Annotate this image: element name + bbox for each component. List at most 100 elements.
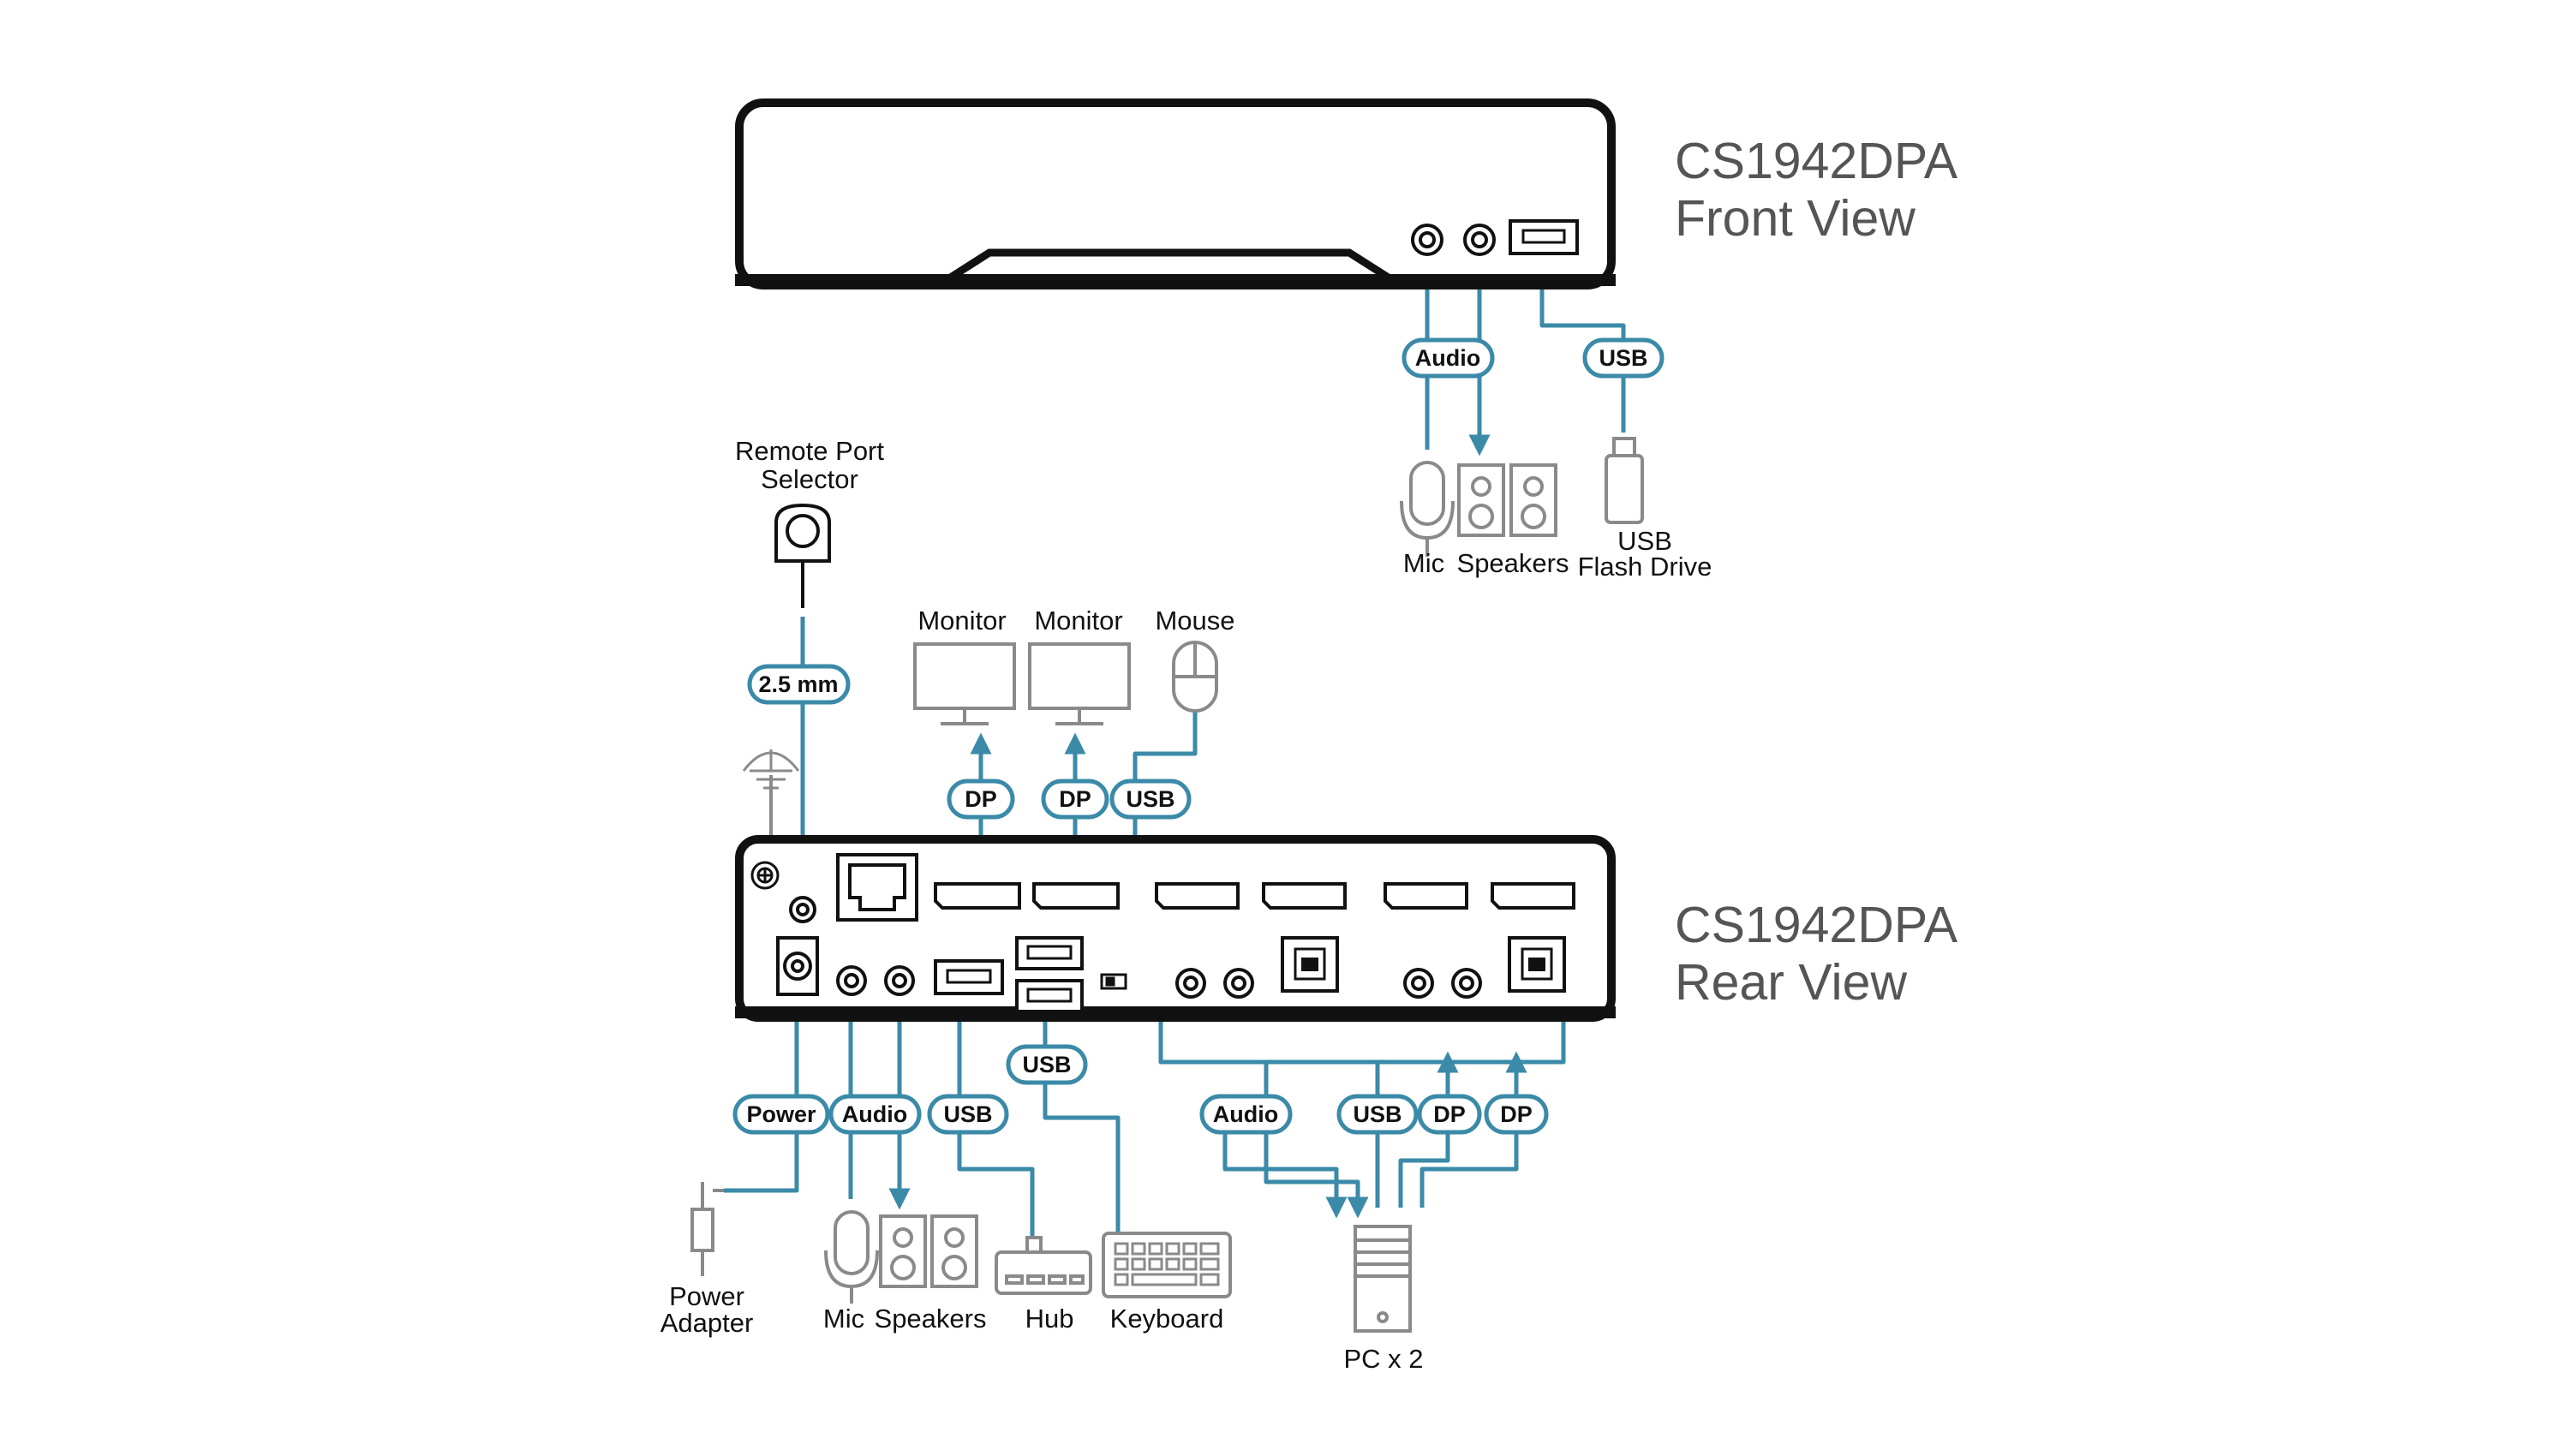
remote-port-label-1: Remote Port <box>735 436 884 466</box>
remote-port-label-2: Selector <box>761 464 858 494</box>
front-title-view: Front View <box>1675 190 1916 247</box>
monitor-icon <box>913 642 1016 725</box>
rear-chassis-base <box>735 1006 1616 1018</box>
badge-dp-2: DP <box>1041 779 1109 820</box>
pc2-audio-ports <box>1403 968 1482 999</box>
svg-text:USB: USB <box>1353 1101 1402 1127</box>
usb-flash-drive-icon <box>1605 437 1644 524</box>
pc-label: PC x 2 <box>1343 1344 1423 1374</box>
cables <box>724 244 1626 1238</box>
svg-text:Audio: Audio <box>1213 1101 1278 1127</box>
front-title-model: CS1942DPA <box>1675 133 1958 189</box>
rear-speaker-port <box>884 965 915 996</box>
badges: Audio USB 2.5 mm DP DP USB USB Power <box>732 337 1665 1135</box>
usb-console-port-3 <box>1015 979 1084 1013</box>
monitor-icon <box>1028 642 1131 725</box>
cable-front-usb <box>1539 257 1626 433</box>
rear-unit <box>735 835 1616 1022</box>
power-plug-icon <box>690 1182 724 1276</box>
usb-console-port-1 <box>934 959 1004 995</box>
cable-pc-dp2 <box>1419 1062 1519 1208</box>
rj45-port <box>836 853 918 922</box>
usb-hub-icon <box>995 1236 1092 1295</box>
svg-text:USB: USB <box>1022 1052 1071 1077</box>
monitor-1-label: Monitor <box>917 606 1006 636</box>
dp-pc1-a <box>1155 882 1240 910</box>
usb-console-port-2 <box>1015 936 1084 970</box>
rear-speakers-label: Speakers <box>875 1304 987 1334</box>
rear-mic-port <box>836 965 867 996</box>
badge-mouse-usb: USB <box>1109 779 1192 820</box>
dp-pc1-b <box>1262 882 1347 910</box>
badge-keyboard-usb: USB <box>1006 1044 1088 1085</box>
svg-text:DP: DP <box>1059 786 1091 812</box>
rear-mic-label: Mic <box>823 1304 864 1334</box>
front-usb-port <box>1509 219 1579 255</box>
svg-text:Audio: Audio <box>1415 345 1480 371</box>
badge-pc-usb: USB <box>1336 1094 1419 1135</box>
badge-hub-usb: USB <box>927 1094 1009 1135</box>
dp-pc2-b <box>1491 882 1575 910</box>
badge-power: Power <box>732 1094 830 1135</box>
svg-text:DP: DP <box>1433 1101 1466 1127</box>
svg-text:USB: USB <box>1599 345 1647 371</box>
monitor-2-label: Monitor <box>1034 606 1122 636</box>
badge-pc-dp-1: DP <box>1417 1094 1482 1135</box>
front-chassis-base <box>735 274 1616 286</box>
svg-text:2.5 mm: 2.5 mm <box>758 671 838 697</box>
dip-switch <box>1100 973 1127 990</box>
remote-port-selector-icon <box>774 503 831 608</box>
mouse-label: Mouse <box>1155 606 1234 636</box>
cable-power <box>724 1011 799 1193</box>
speakers-icon <box>879 1214 978 1288</box>
front-handle <box>940 248 1399 286</box>
pc1-usb-b-port <box>1281 936 1339 993</box>
badge-remote-cable: 2.5 mm <box>747 664 851 705</box>
svg-text:Power: Power <box>746 1101 816 1127</box>
svg-text:DP: DP <box>965 786 997 812</box>
mouse-icon <box>1172 641 1218 713</box>
badge-pc-dp-2: DP <box>1484 1094 1549 1135</box>
remote-port-jack <box>789 896 816 923</box>
ground-screw <box>750 861 780 890</box>
dp-console-1 <box>934 882 1021 910</box>
rear-title-model: CS1942DPA <box>1675 897 1958 953</box>
ground-icon <box>742 749 800 790</box>
pc-tower-icon <box>1354 1225 1412 1333</box>
badge-front-usb: USB <box>1582 337 1665 379</box>
cable-pc-top-bus <box>1158 1011 1566 1065</box>
microphone-icon <box>1400 461 1455 557</box>
svg-text:Audio: Audio <box>842 1101 907 1127</box>
power-jack <box>776 936 819 996</box>
rear-title-view: Rear View <box>1675 954 1907 1011</box>
front-speakers-label: Speakers <box>1457 548 1569 578</box>
front-mic-label: Mic <box>1403 548 1444 578</box>
power-adapter-label-2: Adapter <box>660 1308 754 1338</box>
cable-keyboard-usb <box>1043 1011 1121 1233</box>
dp-console-2 <box>1032 882 1120 910</box>
front-chassis <box>735 98 1616 289</box>
power-adapter-label-1: Power <box>669 1281 744 1311</box>
usb-flash-label-1: USB <box>1617 526 1672 556</box>
microphone-icon <box>824 1210 879 1304</box>
speakers-icon <box>1457 463 1557 537</box>
front-speaker-port <box>1463 224 1496 256</box>
badge-front-audio: Audio <box>1402 337 1495 379</box>
keyboard-label: Keyboard <box>1110 1304 1224 1334</box>
keyboard-icon <box>1102 1232 1232 1298</box>
svg-text:DP: DP <box>1500 1101 1533 1127</box>
front-mic-port <box>1411 224 1443 256</box>
pc2-usb-b-port <box>1508 936 1566 993</box>
badge-rear-audio: Audio <box>828 1094 922 1135</box>
cable-hub-usb <box>957 998 1035 1238</box>
svg-text:USB: USB <box>1126 786 1174 812</box>
usb-flash-label-2: Flash Drive <box>1578 552 1712 582</box>
pc1-audio-ports <box>1175 968 1254 999</box>
cable-pc-audio-2 <box>1264 1129 1369 1219</box>
badge-pc-audio: Audio <box>1199 1094 1293 1135</box>
badge-dp-1: DP <box>947 779 1015 820</box>
front-unit <box>735 98 1616 289</box>
dp-pc2-a <box>1384 882 1468 910</box>
svg-text:USB: USB <box>943 1101 992 1127</box>
